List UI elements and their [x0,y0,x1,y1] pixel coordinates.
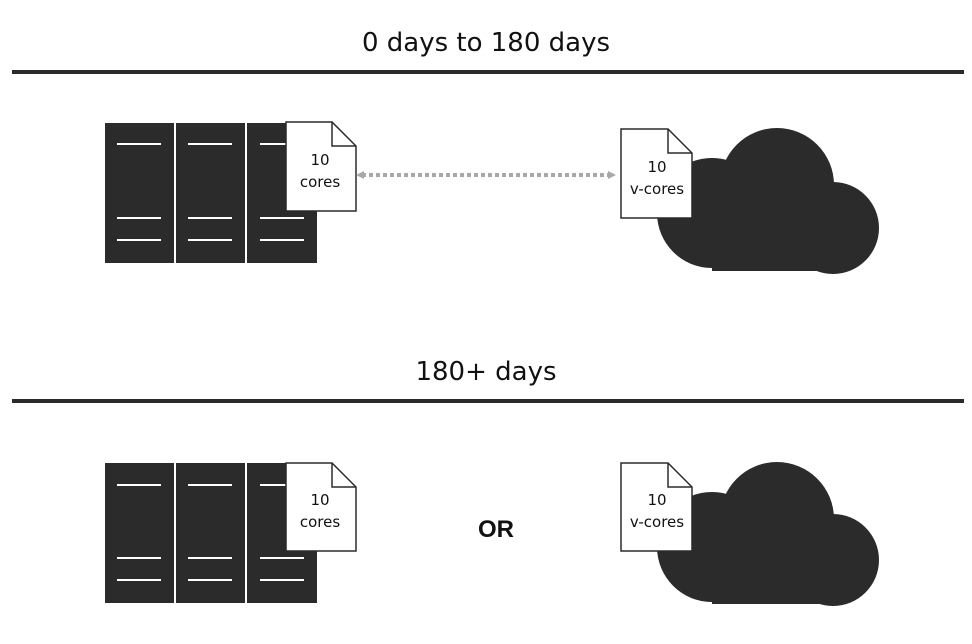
cloud-vcore-count: 10 [647,491,666,509]
document-icon: 10 cores [285,462,357,552]
server-rack-icon [105,463,317,603]
section-title-180-plus-days: 180+ days [415,357,557,387]
or-label: OR [478,516,514,543]
section-divider-bottom [12,399,964,403]
on-prem-core-unit: cores [300,513,340,531]
cloud-vcore-count: 10 [647,158,666,176]
document-icon: 10 cores [285,121,357,212]
on-prem-core-count: 10 [310,151,329,169]
on-prem-core-count: 10 [310,491,329,509]
on-prem-core-unit: cores [300,173,340,191]
section-divider-top [12,70,964,74]
server-rack-icon [105,123,317,263]
cloud-icon [657,128,879,274]
document-icon: 10 v-cores [620,462,693,552]
cloud-vcore-unit: v-cores [630,180,684,198]
cloud-vcore-unit: v-cores [630,513,684,531]
section-title-0-180-days: 0 days to 180 days [361,28,611,58]
document-icon: 10 v-cores [620,128,693,219]
